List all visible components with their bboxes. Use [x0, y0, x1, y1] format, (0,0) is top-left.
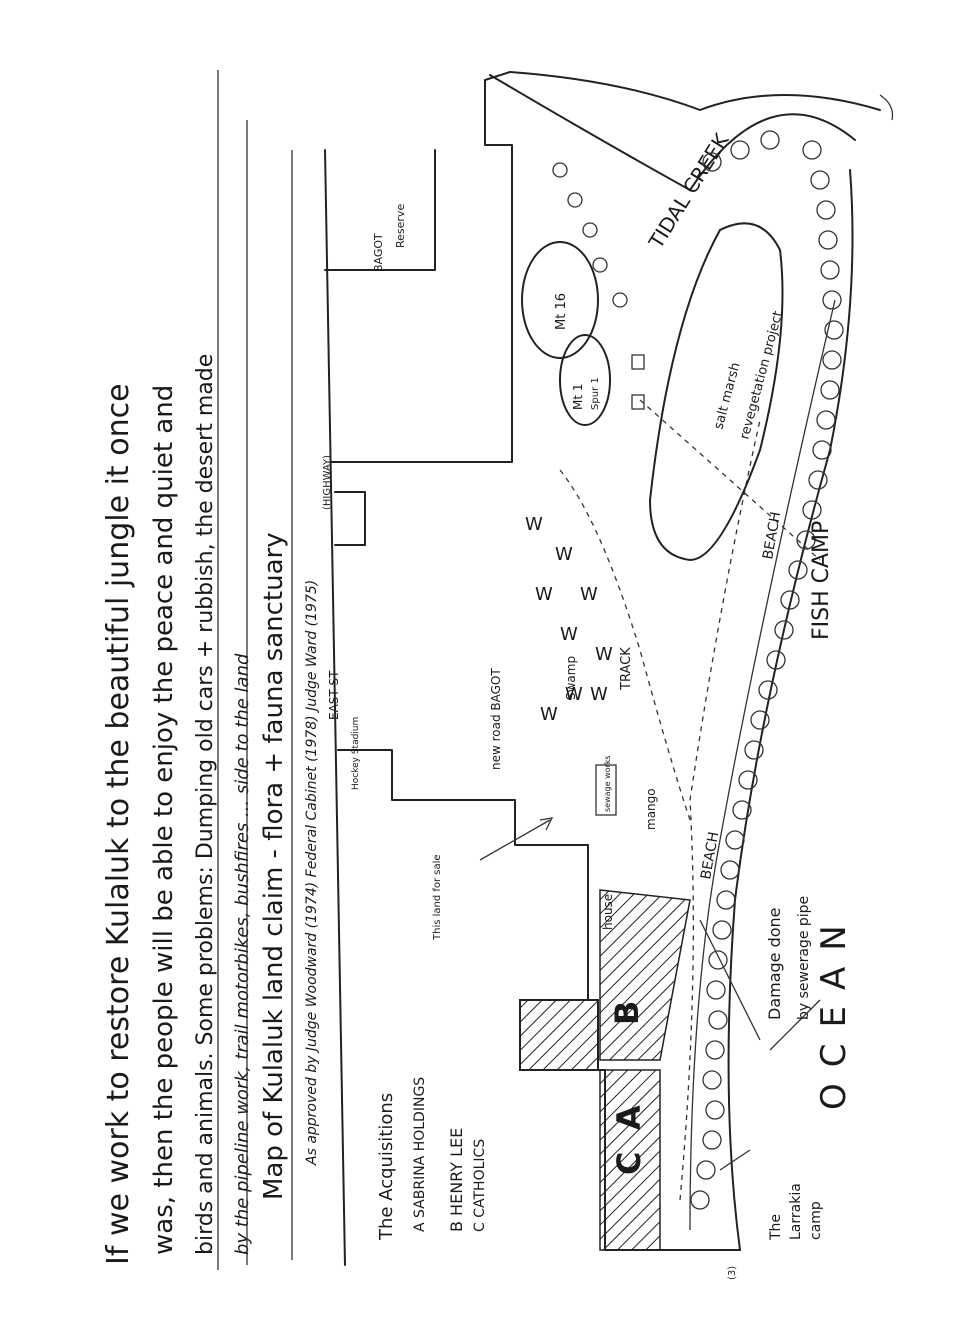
sewage-label: sewage works [603, 755, 612, 812]
spur-1-label: Spur 1 [590, 377, 601, 410]
mount-1-label: Mt 1 [571, 383, 585, 410]
map-title: Map of Kulaluk land claim - flora + faun… [259, 532, 289, 1200]
damage-label-1: Damage done [765, 907, 784, 1020]
land-for-sale-label: This land for sale [432, 854, 443, 941]
larrakia-label-1: The [768, 1214, 784, 1241]
new-road-label: new road BAGOT [489, 668, 503, 770]
svg-text:W: W [535, 584, 553, 605]
mango-label: mango [644, 788, 658, 830]
highway-label: (HIGHWAY) [322, 455, 333, 510]
approval-text: As approved by Judge Woodward (1974) Fed… [304, 580, 320, 1166]
corner-label: (3) [727, 1266, 738, 1280]
larrakia-label-2: Larrakia [788, 1183, 804, 1240]
swamp-label: Swamp [564, 656, 578, 700]
label-a: A [610, 1105, 648, 1130]
intro-line-2: was, then the people will be able to enj… [149, 385, 179, 1255]
acquisition-c: C CATHOLICS [472, 1139, 488, 1232]
hockey-label: Hockey Stadium [351, 717, 361, 790]
larrakia-label-3: camp [808, 1201, 824, 1240]
acquisitions-title: The Acquisitions [376, 1093, 397, 1241]
svg-text:W: W [540, 704, 558, 725]
area-c-hatched [599, 1069, 661, 1251]
svg-text:W: W [565, 684, 583, 705]
fish-camp-label: FISH CAMP [809, 521, 834, 640]
area-b-hatched [599, 889, 691, 1061]
house-label: house [601, 894, 615, 930]
svg-text:W: W [595, 644, 613, 665]
reserve-label: Reserve [394, 204, 407, 248]
acquisition-a: A SABRINA HOLDINGS [412, 1077, 428, 1232]
label-c: C [610, 1152, 648, 1175]
svg-text:W: W [560, 624, 578, 645]
coastal-vegetation [552, 130, 844, 1210]
svg-text:W: W [590, 684, 608, 705]
intro-line-3: birds and animals. Some problems: Dumpin… [193, 354, 218, 1255]
intro-line-1: If we work to restore Kulaluk to the bea… [101, 383, 136, 1265]
acquisition-b: B HENRY LEE [447, 1128, 466, 1232]
svg-text:W: W [555, 544, 573, 565]
bagot-reserve-label: BAGOT [372, 233, 385, 272]
mount-16-label: Mt 16 [554, 293, 569, 330]
ocean-label: OCEAN [814, 909, 854, 1110]
svg-text:W: W [525, 514, 543, 535]
track-label: TRACK [619, 647, 634, 691]
svg-text:W: W [580, 584, 598, 605]
label-b: B [608, 1001, 646, 1025]
damage-label-2: by sewerage pipe [796, 896, 812, 1020]
intro-line-4: by the pipeline work, trail motorbikes, … [232, 653, 253, 1255]
area-a-hatched [519, 999, 599, 1071]
